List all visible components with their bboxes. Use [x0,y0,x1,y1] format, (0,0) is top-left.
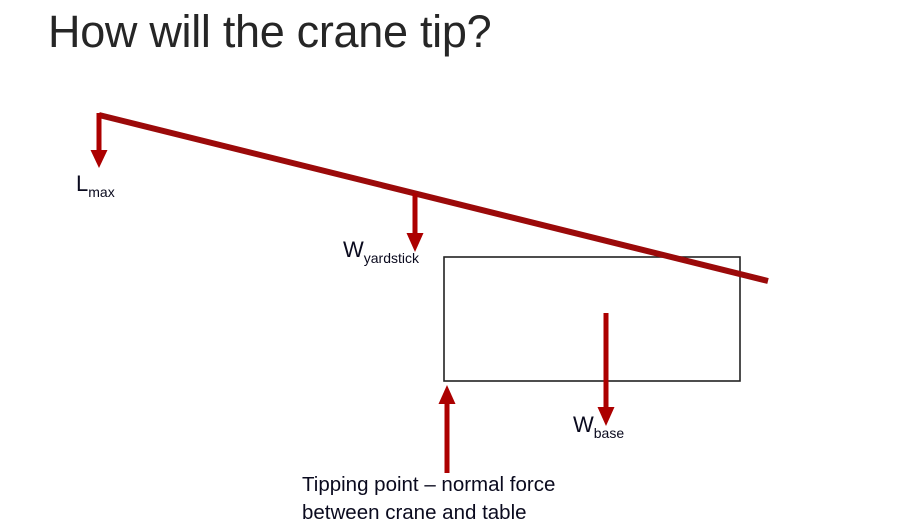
caption-line-2: between crane and table [302,501,527,524]
w-base-subscript: base [593,425,625,441]
l-max-subscript: max [88,184,115,200]
w-yardstick-subscript: yardstick [363,250,419,266]
slide-title: How will the crane tip? [48,6,492,57]
caption-line-1: Tipping point – normal force [302,473,556,496]
l-max-arrow-icon [90,113,108,168]
crane-base-box [443,256,741,382]
normal-force-arrow-icon [438,385,456,473]
l-max-label: Lmax [76,171,115,200]
w-yardstick-label: Wyardstick [343,237,419,266]
yardstick-beam [98,112,769,284]
w-yardstick-symbol: W [343,237,364,262]
l-max-symbol: L [76,171,89,196]
w-base-symbol: W [573,412,594,437]
w-base-label: Wbase [573,412,625,441]
w-base-arrow-icon [597,313,615,426]
w-yardstick-arrow-icon [406,193,424,252]
tipping-point-caption: Tipping point – normal force between cra… [302,471,555,527]
